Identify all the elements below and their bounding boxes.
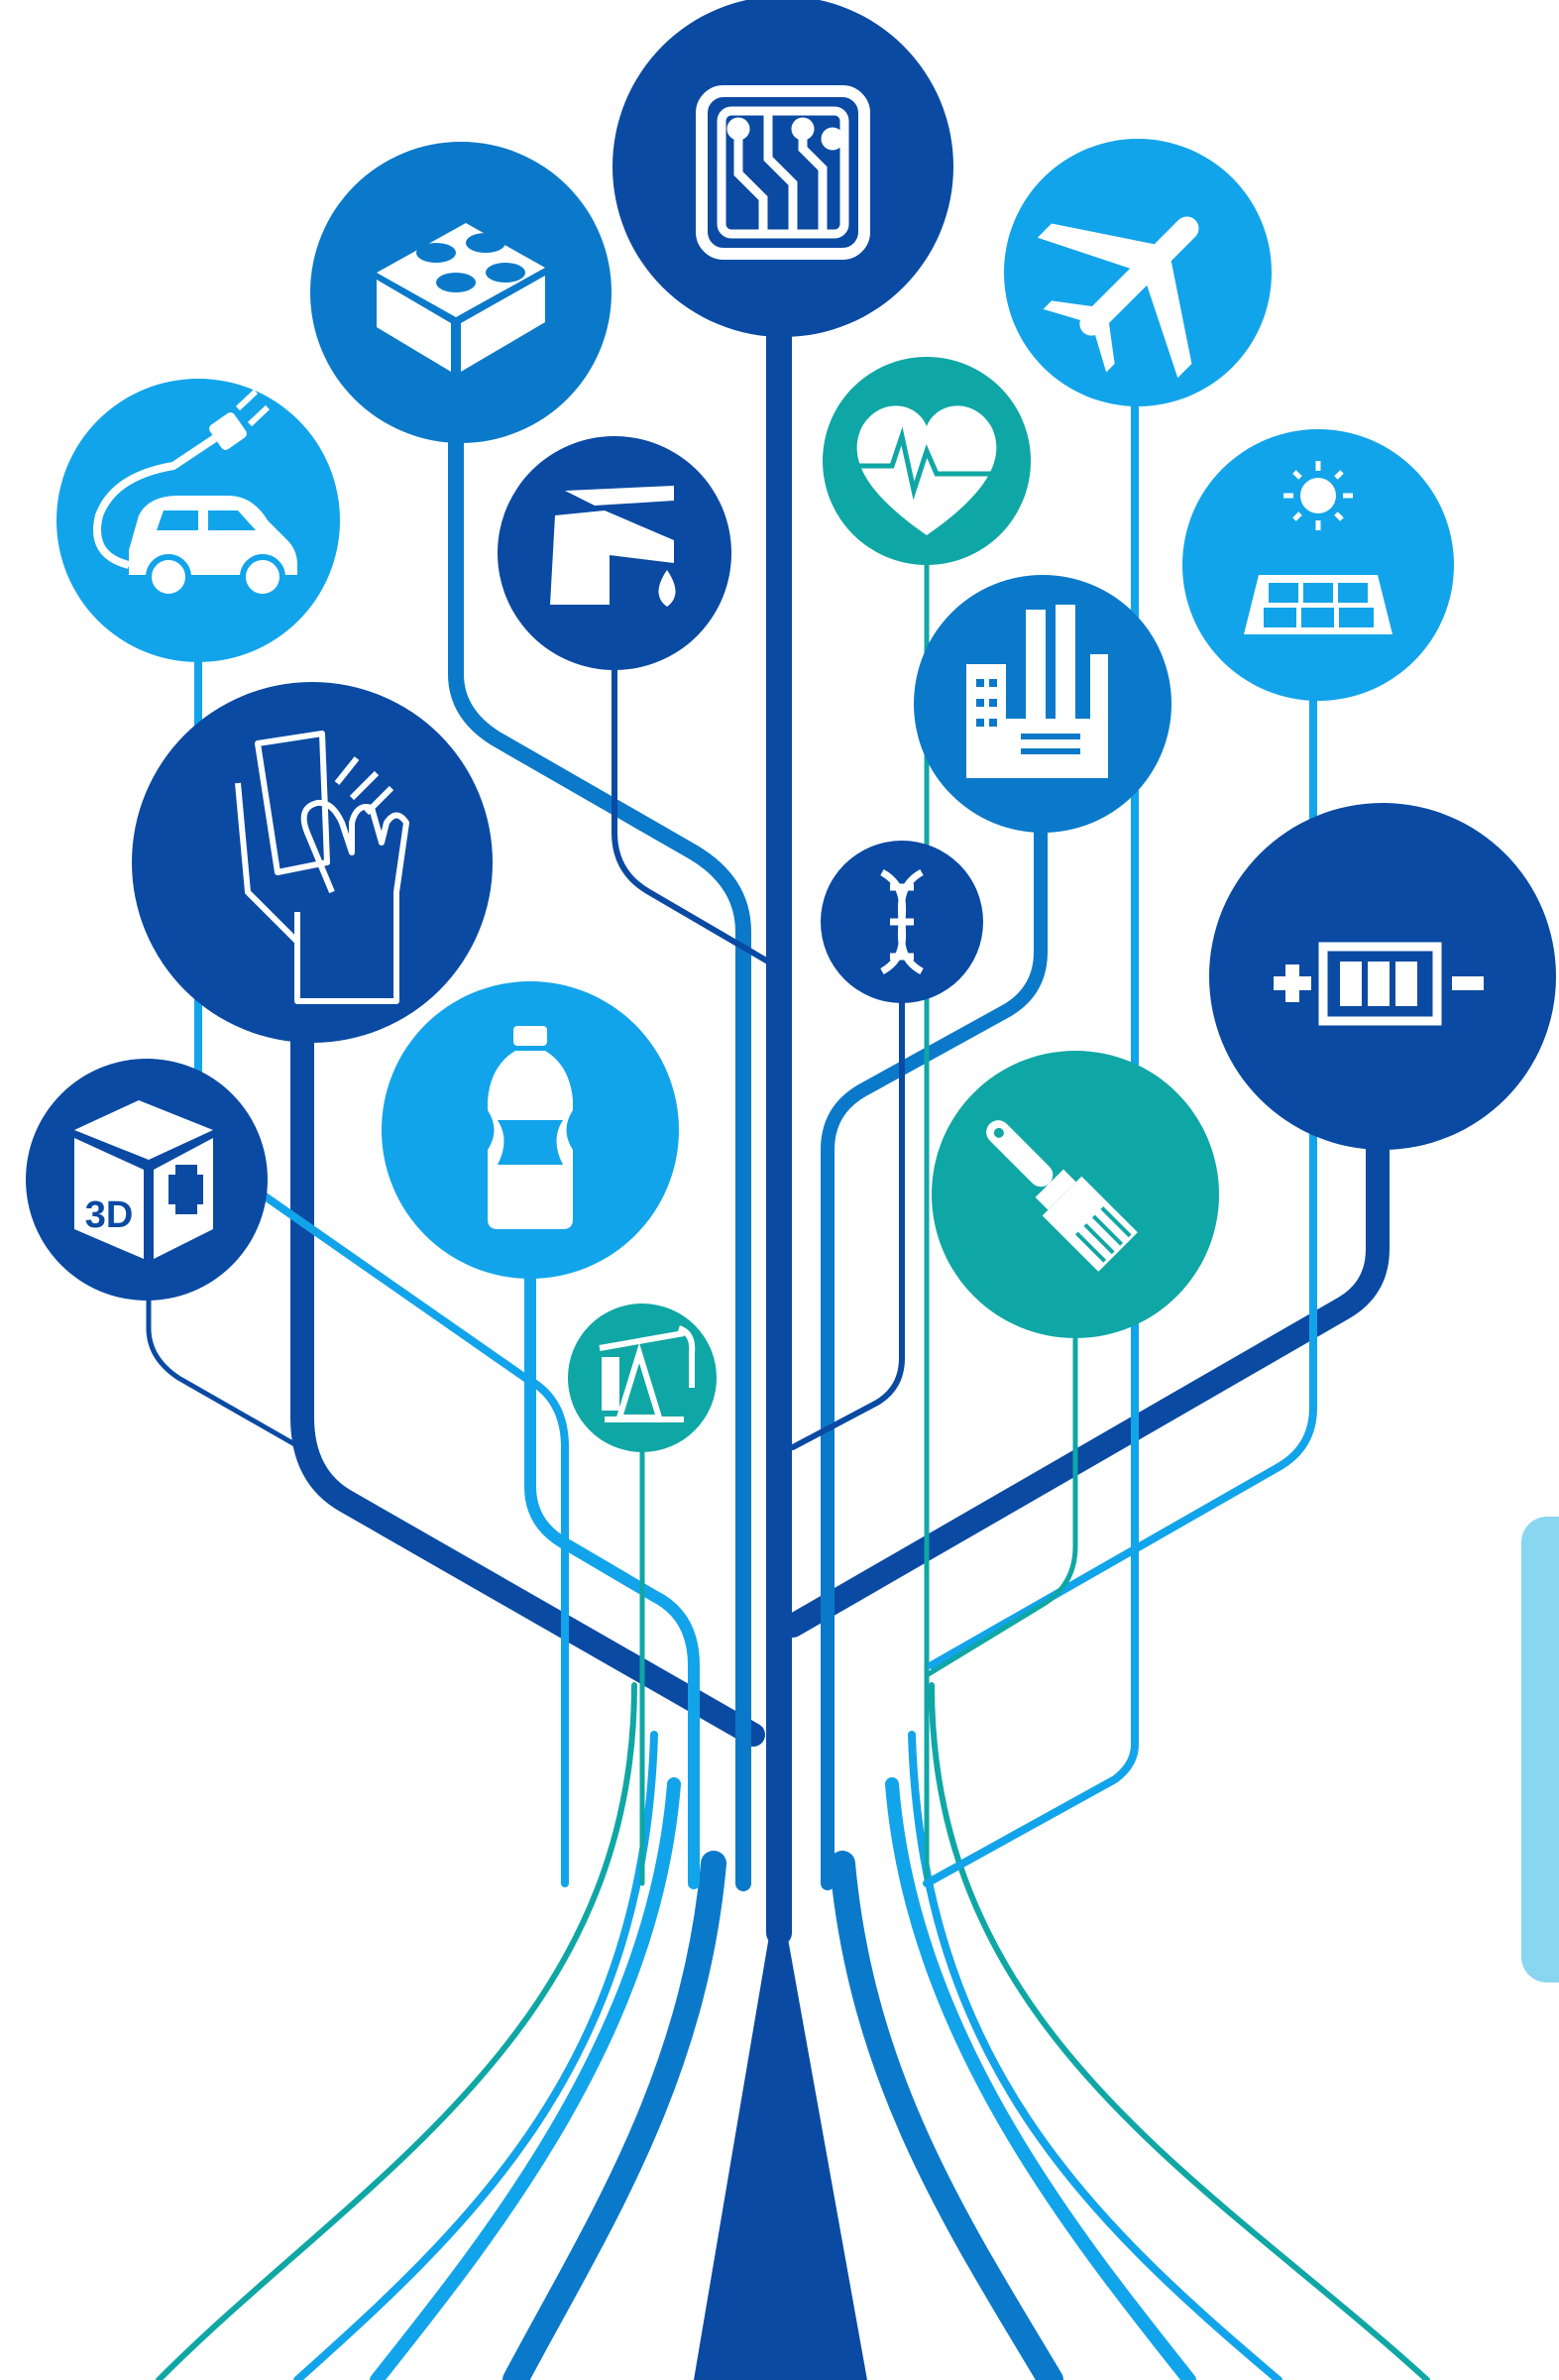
node-circle [568,1303,717,1452]
branch-line [928,670,1317,1669]
node-3d-printer: 3D [26,1059,268,1301]
root-line [830,1851,1063,2380]
solar-panel-icon [1244,461,1392,634]
node-gloves [132,682,493,1043]
city-buildings-icon [966,605,1108,778]
node-dna [821,841,983,1003]
plastic-bottle-icon [488,1026,573,1229]
gloved-hand-wipe-icon [235,731,409,1004]
airplane-icon [1037,216,1199,379]
faucet-water-drop-icon [550,486,676,607]
dna-helix-icon [880,868,924,975]
root-line [502,1851,726,2380]
node-paintbrush [932,1051,1219,1338]
node-electric-car [56,379,340,662]
tree-nodes: 3D [26,0,1556,1452]
branch-line [290,979,765,1747]
side-panel [1521,1517,1559,1983]
node-circle [26,1059,268,1301]
node-building-block [310,142,612,443]
node-faucet [498,436,731,670]
root-line [885,1777,1196,2380]
branch-line [923,363,1139,1887]
branch-line [821,806,1048,1890]
node-circuit [612,0,953,337]
branch-line [448,408,751,1891]
root-line [929,1682,1430,2380]
oil-pump-icon [599,1325,696,1422]
heart-pulse-icon [854,405,999,535]
3d-printer-cube-icon: 3D [74,1100,213,1259]
tree-branches [146,265,1430,2380]
node-solar [1182,429,1454,701]
branch-line [612,612,771,964]
node-oil-pump [568,1303,717,1452]
electric-car-icon [93,389,297,600]
branch-line [524,1253,700,1889]
building-block-icon [377,223,545,372]
circuit-chip-icon [696,85,870,260]
branch-line [781,1059,1390,1638]
branch-line [924,1305,1078,1678]
root-line [156,1682,637,2380]
node-city [914,575,1171,833]
paint-brush-icon [986,1120,1138,1272]
branch-line [146,1286,320,1460]
node-bottle [382,981,679,1279]
root-line [370,1777,681,2380]
battery-icon [1274,942,1484,1026]
root-line [694,1883,867,2380]
printer-cube-label: 3D [85,1194,134,1236]
node-heart [823,357,1031,565]
node-airplane [1004,139,1272,406]
branch-line [790,968,905,1450]
node-battery [1209,803,1556,1150]
